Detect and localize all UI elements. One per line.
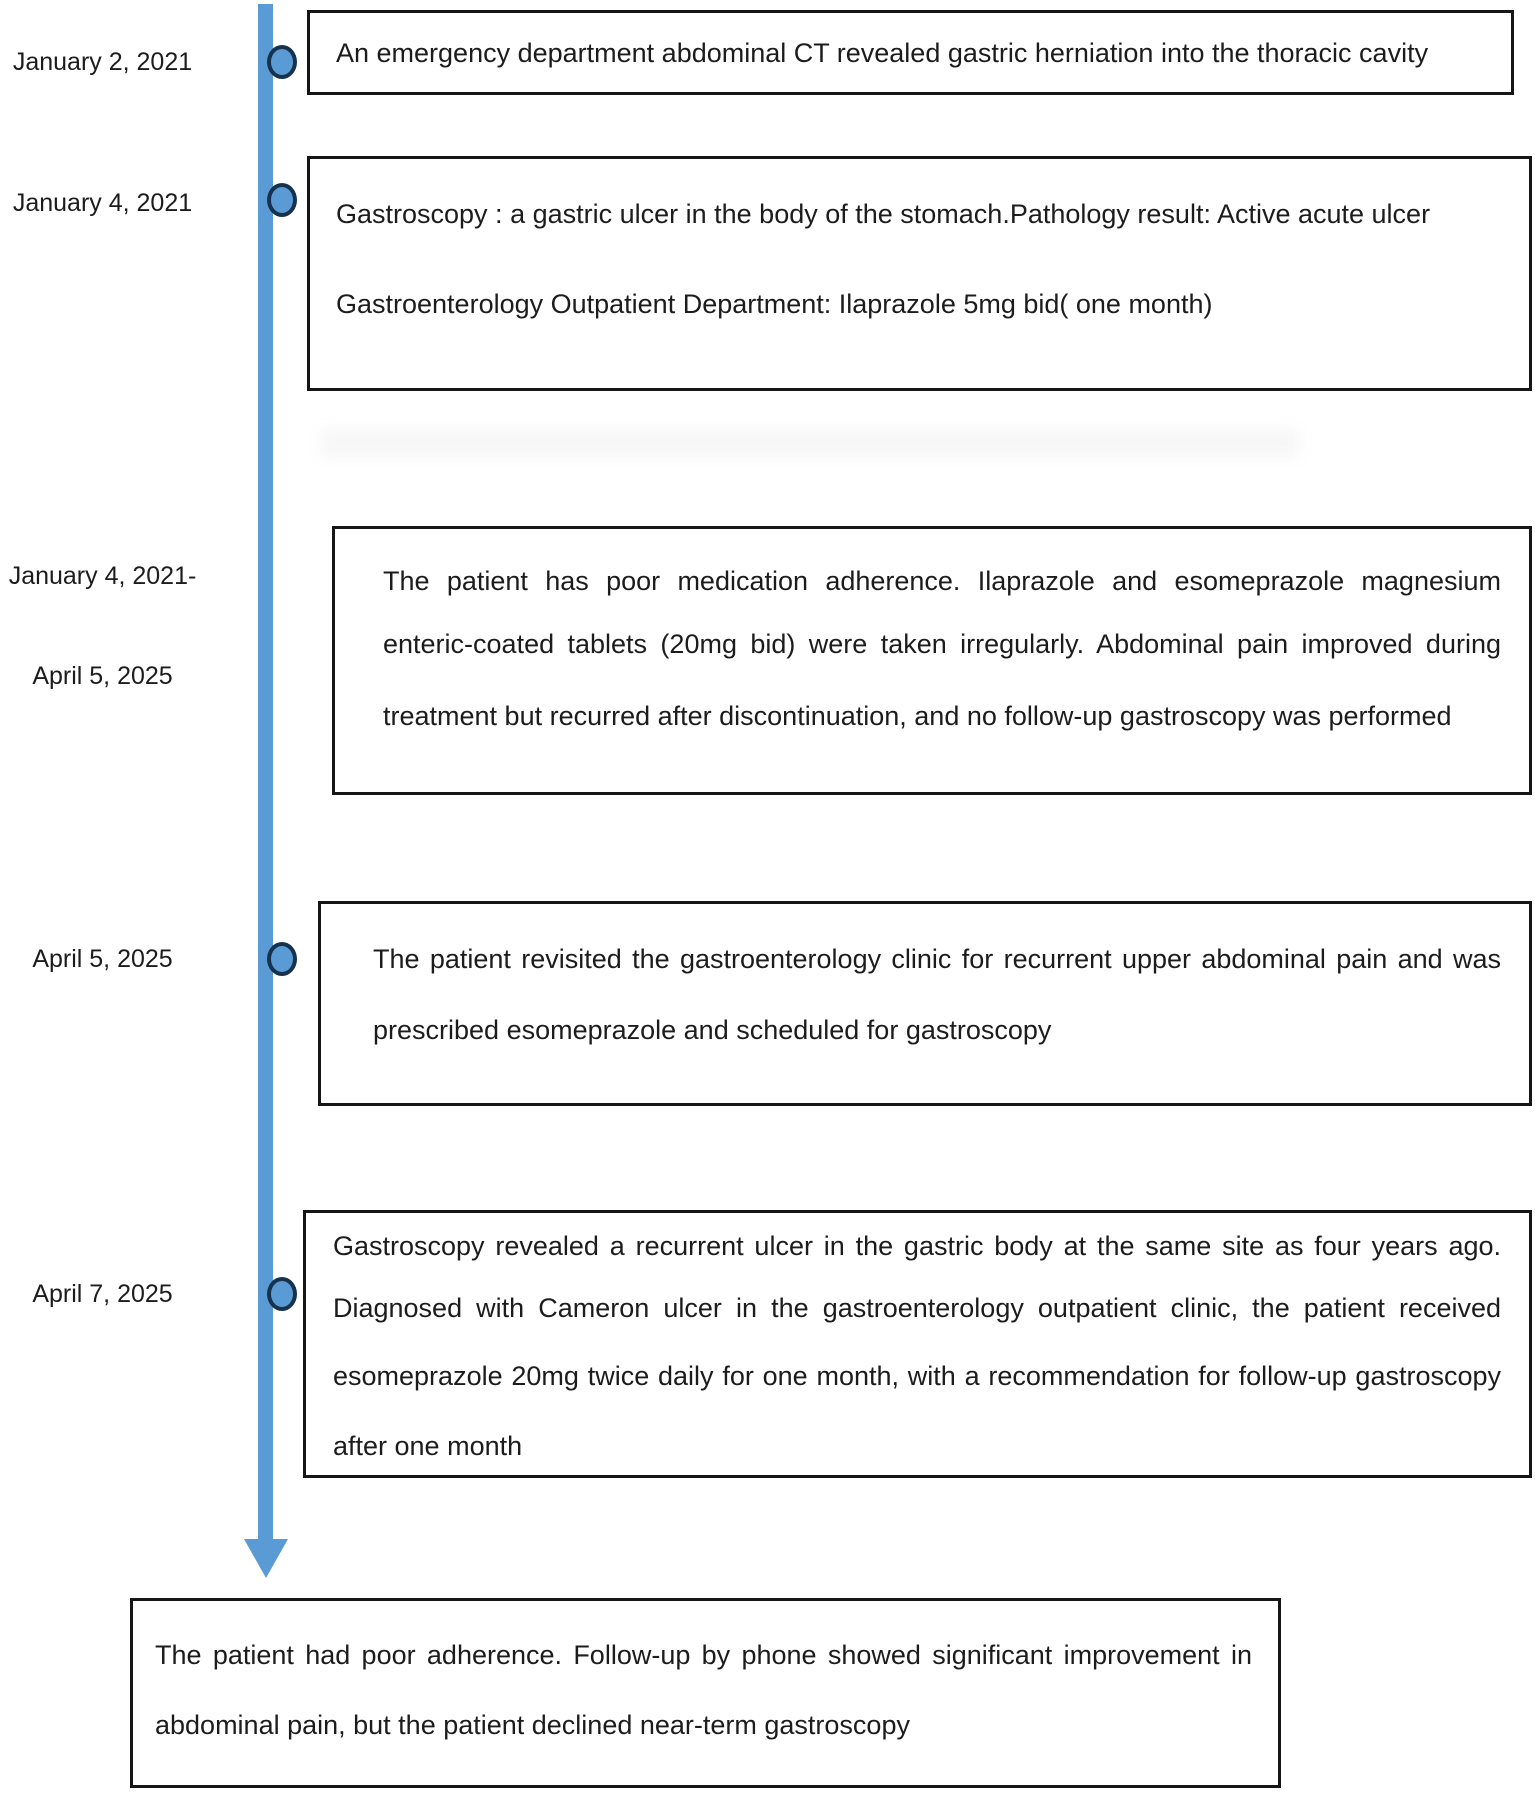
- event-text-line: after one month: [333, 1431, 523, 1461]
- summary-text-line: The patient had poor adherence. Follow-u…: [155, 1640, 1252, 1670]
- event-text-line: The patient has poor medication adherenc…: [383, 566, 1501, 596]
- summary-box-follow-up: The patient had poor adherence. Follow-u…: [130, 1598, 1281, 1788]
- timeline-marker-jan-4-2021: [267, 183, 297, 217]
- summary-text-line: abdominal pain, but the patient declined…: [155, 1710, 910, 1740]
- timeline-marker-jan-2-2021: [267, 45, 297, 79]
- event-text-line: Gastroscopy : a gastric ulcer in the bod…: [336, 199, 1431, 229]
- date-label-range-end: April 5, 2025: [32, 662, 173, 690]
- event-text-line: Gastroscopy revealed a recurrent ulcer i…: [333, 1231, 1501, 1261]
- event-text-line: enteric-coated tablets (20mg bid) were t…: [383, 629, 1501, 659]
- date-label-jan-2-2021: January 2, 2021: [12, 48, 193, 76]
- timeline-marker-apr-5-2025: [267, 942, 297, 976]
- event-box-cameron-ulcer: Gastroscopy revealed a recurrent ulcer i…: [303, 1210, 1532, 1478]
- event-text-line: esomeprazole 20mg twice daily for one mo…: [333, 1361, 1501, 1391]
- event-box-clinic-revisit: The patient revisited the gastroenterolo…: [318, 901, 1532, 1106]
- date-label-apr-7-2025: April 7, 2025: [32, 1280, 173, 1308]
- date-label-jan-4-2021: January 4, 2021: [12, 189, 193, 217]
- timeline-marker-apr-7-2025: [267, 1277, 297, 1311]
- event-text-line: An emergency department abdominal CT rev…: [336, 38, 1429, 68]
- event-box-poor-adherence-period: The patient has poor medication adherenc…: [332, 526, 1532, 795]
- date-label-apr-5-2025: April 5, 2025: [32, 945, 173, 973]
- scan-smudge: [320, 428, 1300, 458]
- event-text-line: treatment but recurred after discontinua…: [383, 701, 1452, 731]
- event-text-line: prescribed esomeprazole and scheduled fo…: [373, 1015, 1052, 1045]
- event-box-gastroscopy-2021: Gastroscopy : a gastric ulcer in the bod…: [307, 156, 1532, 391]
- date-label-range-start: January 4, 2021-: [8, 562, 197, 590]
- timeline-arrowhead-icon: [244, 1539, 288, 1578]
- event-text-line: The patient revisited the gastroenterolo…: [373, 944, 1501, 974]
- event-box-ct-finding: An emergency department abdominal CT rev…: [307, 10, 1514, 95]
- timeline-axis-line: [258, 4, 273, 1541]
- event-text-line: Diagnosed with Cameron ulcer in the gast…: [333, 1293, 1501, 1323]
- event-text-line: Gastroenterology Outpatient Department: …: [336, 289, 1213, 319]
